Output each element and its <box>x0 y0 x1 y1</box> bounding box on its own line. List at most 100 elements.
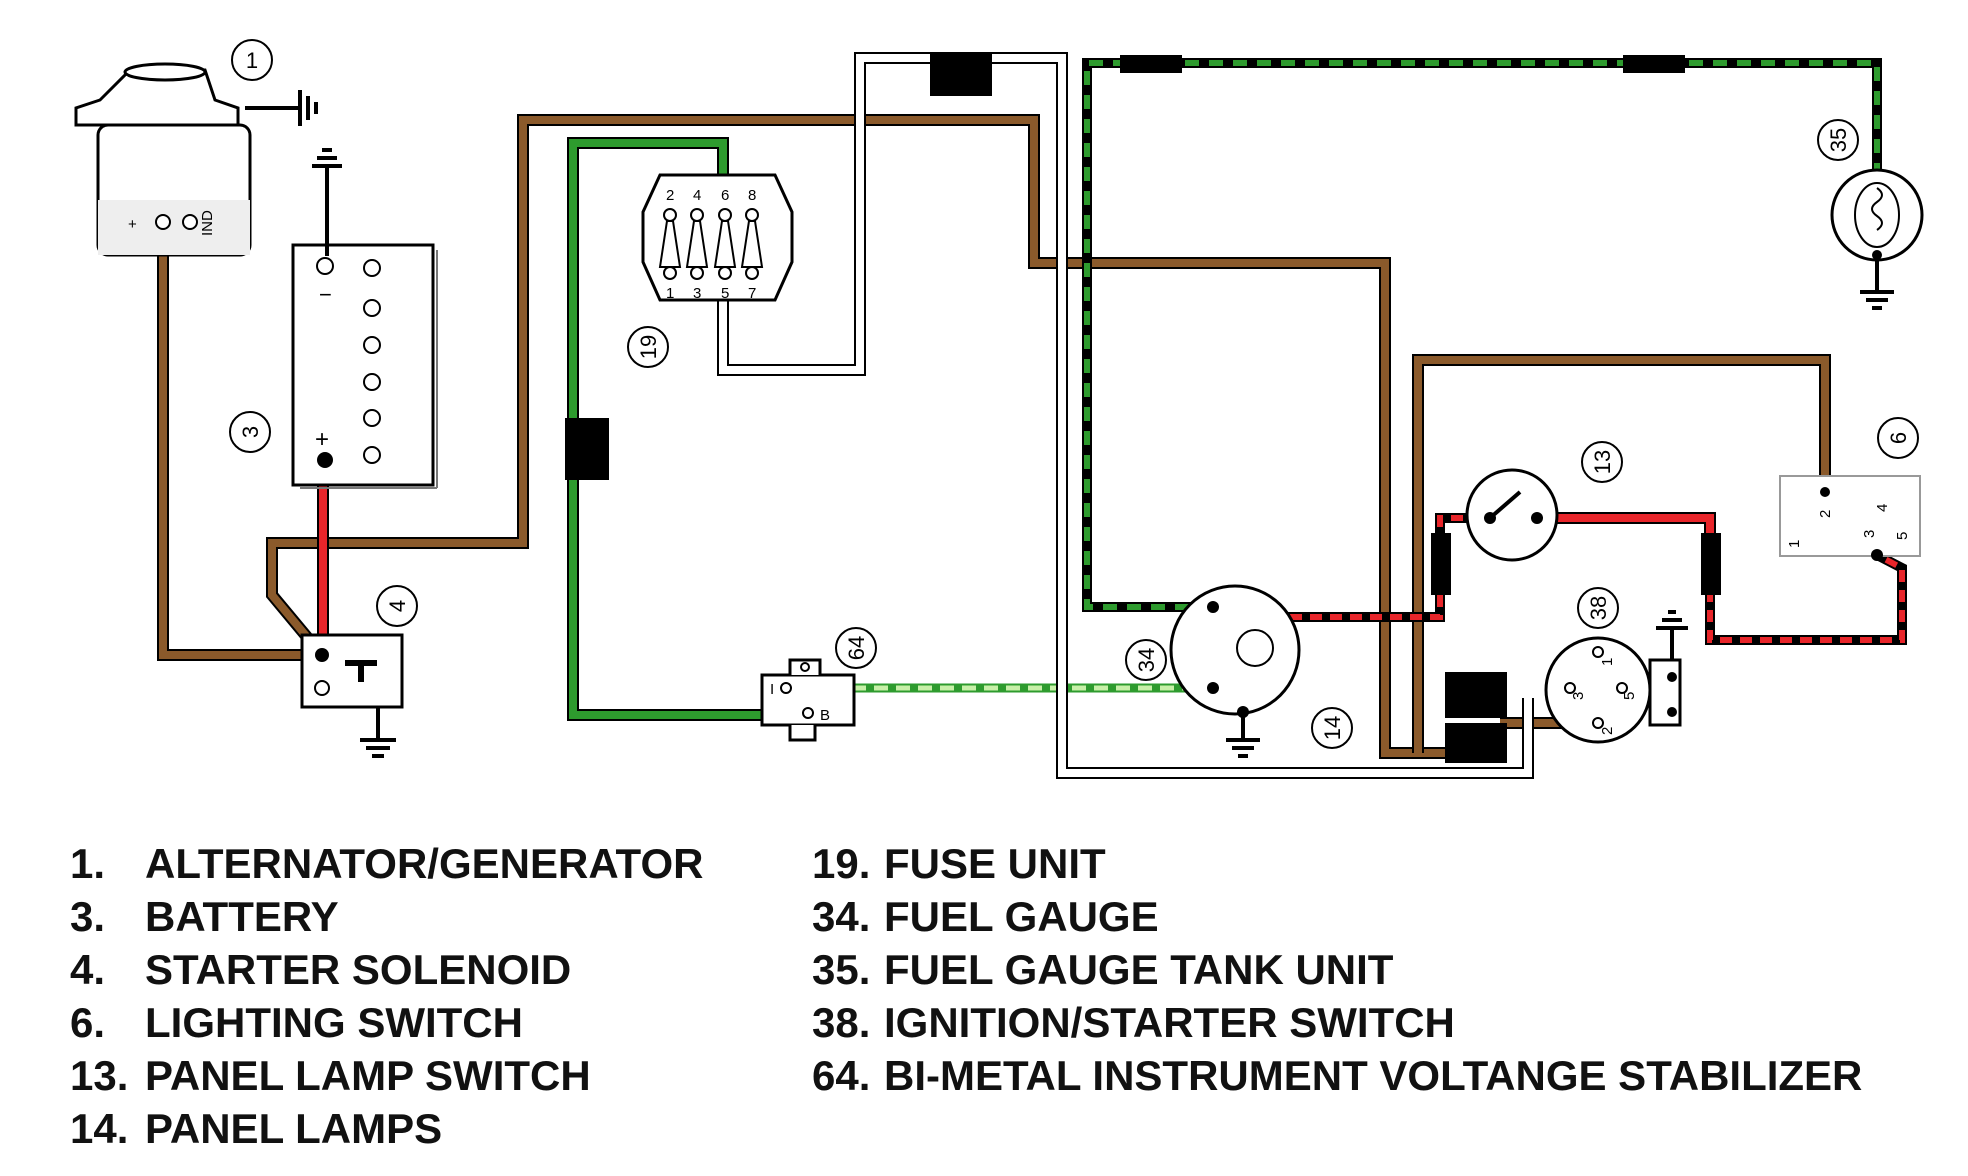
svg-text:3: 3 <box>238 426 263 438</box>
legend-label: STARTER SOLENOID <box>145 946 572 993</box>
svg-text:4: 4 <box>385 600 410 612</box>
connector-block <box>565 418 609 480</box>
legend-item-alternator: 1. ALTERNATOR/GENERATOR <box>70 843 703 885</box>
wire-white-loop <box>717 52 1534 779</box>
legend-item-stabilizer: 64.BI-METAL INSTRUMENT VOLTANGE STABILIZ… <box>812 1055 1862 1097</box>
legend-item-fuse-unit: 19. FUSE UNIT <box>812 843 1106 885</box>
callout-13: 13 <box>1581 441 1623 483</box>
legend-label: FUSE UNIT <box>884 840 1106 887</box>
legend-label: PANEL LAMPS <box>145 1105 443 1152</box>
legend-number: 13. <box>70 1052 129 1099</box>
connector-block <box>930 52 992 96</box>
lighting-pin-3: 3 <box>1861 530 1878 538</box>
callout-1: 1 <box>231 39 273 81</box>
legend-number: 3. <box>70 893 106 940</box>
legend-item-ignition-switch: 38. IGNITION/STARTER SWITCH <box>812 1002 1455 1044</box>
legend-label: IGNITION/STARTER SWITCH <box>884 999 1455 1046</box>
lighting-pin-1: 1 <box>1786 540 1803 548</box>
voltage-stabilizer: I B <box>760 658 856 742</box>
svg-text:19: 19 <box>636 335 661 359</box>
ignition-pin-5: 5 <box>1621 692 1638 700</box>
battery-plus-label: + <box>315 426 329 453</box>
svg-text:38: 38 <box>1586 596 1611 620</box>
legend-item-solenoid: 4. STARTER SOLENOID <box>70 949 571 991</box>
alternator-generator: + IND <box>74 62 318 257</box>
callout-6: 6 <box>1877 417 1919 459</box>
starter-solenoid <box>300 633 404 758</box>
legend-item-tank-unit: 35.FUEL GAUGE TANK UNIT <box>812 949 1393 991</box>
connector-block <box>1445 723 1507 763</box>
ignition-pin-2: 2 <box>1599 727 1616 735</box>
svg-text:14: 14 <box>1320 716 1345 740</box>
panel-lamp-switch <box>1465 468 1559 562</box>
lighting-pin-5: 5 <box>1894 532 1911 540</box>
stabilizer-label-b: B <box>820 707 830 724</box>
fuse-label-3: 3 <box>693 285 701 302</box>
callout-38: 38 <box>1577 587 1619 629</box>
fuse-label-5: 5 <box>721 285 729 302</box>
fuse-label-2: 2 <box>666 187 674 204</box>
wire-redgreen-lighting <box>1705 550 1907 645</box>
callout-34: 34 <box>1125 639 1167 681</box>
connector-block <box>1120 55 1182 73</box>
svg-text:6: 6 <box>1886 432 1911 444</box>
fuel-tank-unit <box>1830 168 1924 310</box>
fuse-label-4: 4 <box>693 187 701 204</box>
legend-item-battery: 3.BATTERY <box>70 896 339 938</box>
alternator-ind-label: IND <box>199 210 216 236</box>
legend-number: 64. <box>812 1052 871 1099</box>
wire-brown-main <box>266 114 1448 759</box>
lighting-pin-4: 4 <box>1874 504 1891 512</box>
callout-35: 35 <box>1817 119 1859 161</box>
wire-brown-lighting <box>1412 354 1831 753</box>
legend-number: 14. <box>70 1105 129 1152</box>
legend-label: FUEL GAUGE TANK UNIT <box>884 946 1394 993</box>
legend-label: FUEL GAUGE <box>884 893 1159 940</box>
legend-number: 6. <box>70 999 106 1046</box>
fuse-label-8: 8 <box>748 187 756 204</box>
lighting-pin-2: 2 <box>1817 510 1834 518</box>
legend-number: 19. <box>812 840 871 887</box>
callout-14: 14 <box>1311 707 1353 749</box>
svg-text:64: 64 <box>844 636 869 660</box>
callout-4: 4 <box>376 585 418 627</box>
fuse-label-6: 6 <box>721 187 729 204</box>
legend-number: 1. <box>70 840 106 887</box>
legend-item-lighting-switch: 6. LIGHTING SWITCH <box>70 1002 523 1044</box>
svg-text:13: 13 <box>1590 450 1615 474</box>
fuel-gauge <box>1169 584 1301 758</box>
wire-brown-alternator-solenoid <box>157 235 322 661</box>
legend-item-panel-lamps: 14. PANEL LAMPS <box>70 1108 442 1150</box>
alternator-plus-label: + <box>128 216 137 233</box>
legend-number: 34. <box>812 893 871 940</box>
lighting-switch: 1 2 3 4 5 <box>1779 475 1921 561</box>
callout-64: 64 <box>835 627 877 669</box>
wire-green-fuse-stabilizer <box>567 137 778 721</box>
callout-3: 3 <box>229 411 271 453</box>
svg-text:1: 1 <box>246 48 258 73</box>
legend-label: LIGHTING SWITCH <box>145 999 523 1046</box>
ignition-pin-1: 1 <box>1599 658 1616 666</box>
ignition-pin-3: 3 <box>1570 692 1587 700</box>
legend-number: 38. <box>812 999 871 1046</box>
connector-block <box>1701 533 1721 595</box>
wire-greenblack-tank-gauge <box>1082 58 1882 612</box>
fuse-label-1: 1 <box>666 285 674 302</box>
svg-text:34: 34 <box>1134 648 1159 672</box>
legend-item-panel-lamp-switch: 13. PANEL LAMP SWITCH <box>70 1055 591 1097</box>
wire-red-switch-lighting <box>1535 512 1716 570</box>
legend-number: 4. <box>70 946 106 993</box>
connector-block <box>1623 55 1685 73</box>
fuse-label-7: 7 <box>748 285 756 302</box>
legend-item-fuel-gauge: 34. FUEL GAUGE <box>812 896 1159 938</box>
legend-label: ALTERNATOR/GENERATOR <box>145 840 704 887</box>
connector-block <box>1431 533 1451 595</box>
connector-block <box>1445 672 1507 718</box>
ignition-starter-switch: 1 3 5 2 <box>1544 610 1688 744</box>
callout-19: 19 <box>627 326 669 368</box>
battery-minus-label: − <box>319 282 332 307</box>
stabilizer-label-i: I <box>770 681 774 698</box>
svg-text:35: 35 <box>1826 128 1851 152</box>
legend-label: PANEL LAMP SWITCH <box>145 1052 591 1099</box>
